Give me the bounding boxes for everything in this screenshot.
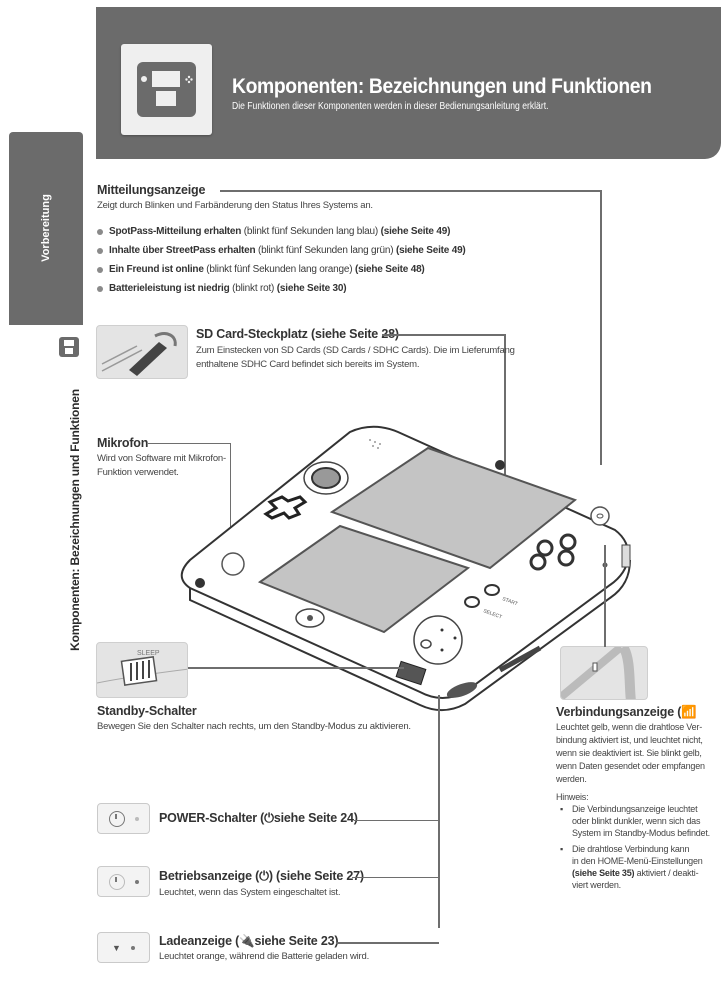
bullet-icon	[97, 285, 103, 292]
leader-line	[336, 942, 439, 944]
wireless-notes: ▪ Die Verbindungsanzeige leuchtet oder b…	[560, 803, 720, 891]
wireless-thumbnail	[560, 646, 648, 700]
microphone-title: Mikrofon	[97, 436, 149, 450]
charge-icon: 🔌	[239, 934, 255, 948]
sd-card-line2: enthaltene SDHC Card befindet sich berei…	[196, 359, 420, 370]
bullet-icon	[97, 266, 103, 273]
standby-title: Standby-Schalter	[97, 704, 197, 718]
leader-line	[354, 820, 439, 821]
bullet-icon: ▪	[560, 804, 563, 814]
list-item: Inhalte über StreetPass erhalten (blinkt…	[97, 241, 537, 260]
charge-led-description: Leuchtet orange, während die Batterie ge…	[159, 951, 370, 962]
led-dot	[134, 816, 139, 821]
wireless-led-closeup-icon	[561, 647, 636, 699]
console-icon	[137, 62, 196, 117]
list-item: Ein Freund ist online (blinkt fünf Sekun…	[97, 260, 537, 279]
wireless-note-label: Hinweis:	[556, 792, 589, 802]
wireless-title: Verbindungsanzeige (📶	[556, 705, 697, 719]
leader-line	[352, 877, 439, 878]
page-title: Komponenten: Bezeichnungen und Funktione…	[232, 75, 652, 98]
item-detail: (blinkt rot)	[229, 283, 277, 294]
leader-line	[600, 190, 602, 465]
bullet-icon	[97, 228, 103, 235]
sidebar-section-label: Komponenten: Bezeichnungen und Funktione…	[68, 389, 82, 651]
power-icon	[108, 873, 125, 890]
power-switch-thumbnail	[97, 803, 150, 834]
notification-led-list: SpotPass-Mitteilung erhalten (blinkt fün…	[97, 222, 537, 298]
leader-line	[604, 545, 606, 647]
item-label: Batterieleistung ist niedrig	[109, 283, 230, 294]
charge-icon: ▼	[112, 942, 121, 953]
charge-led-title: Ladeanzeige (🔌siehe Seite 23)	[159, 934, 339, 948]
page-ref: (siehe Seite 49)	[380, 226, 451, 237]
leader-line	[188, 667, 404, 669]
list-item: ▪ Die Verbindungsanzeige leuchtet oder b…	[560, 804, 710, 838]
power-switch-title: POWER-Schalter (⏻siehe Seite 24)	[159, 811, 358, 825]
list-item: SpotPass-Mitteilung erhalten (blinkt fün…	[97, 222, 537, 241]
standby-description: Bewegen Sie den Schalter nach rechts, um…	[97, 721, 411, 732]
leader-line	[438, 695, 440, 928]
led-dot	[134, 879, 139, 884]
power-icon	[108, 810, 125, 827]
power-led-thumbnail	[97, 866, 150, 897]
header-icon-box	[121, 44, 212, 135]
wireless-icon: 📶	[681, 705, 697, 719]
notification-led-title: Mitteilungsanzeige	[97, 183, 206, 197]
leader-line	[220, 190, 601, 192]
sidebar-tab-vorbereitung[interactable]	[9, 132, 83, 325]
page-ref: (siehe Seite 48)	[354, 264, 425, 275]
sd-card-title: SD Card-Steckplatz (siehe Seite 28)	[196, 327, 399, 341]
standby-thumbnail: SLEEP	[96, 642, 188, 698]
sd-card-thumbnail	[96, 325, 188, 379]
page-ref: (siehe Seite 49)	[395, 245, 466, 256]
wireless-description: Leuchtet gelb, wenn die drahtlose Ver- b…	[556, 722, 705, 784]
list-item: Batterieleistung ist niedrig (blinkt rot…	[97, 279, 537, 298]
item-label: Ein Freund ist online	[109, 264, 204, 275]
item-detail: (blinkt fünf Sekunden lang grün)	[255, 245, 396, 256]
power-icon: ⏻	[259, 869, 269, 883]
sleep-label: SLEEP	[137, 650, 160, 657]
item-label: SpotPass-Mitteilung erhalten	[109, 226, 242, 237]
sleep-switch-icon: SLEEP	[97, 650, 187, 686]
item-label: Inhalte über StreetPass erhalten	[109, 245, 256, 256]
sidebar-tab-label: Vorbereitung	[40, 194, 52, 262]
microphone-line1: Wird von Software mit Mikrofon-	[97, 453, 226, 464]
sd-card-insert-icon	[101, 332, 177, 376]
leader-line	[148, 443, 231, 444]
power-icon: ⏻	[264, 811, 274, 825]
start-label: START	[501, 596, 518, 607]
power-led-description: Leuchtet, wenn das System eingeschaltet …	[159, 887, 341, 898]
console-icon	[59, 337, 79, 357]
list-item: ▪ Die drahtlose Verbindung kann in den H…	[560, 844, 703, 890]
sd-card-line1: Zum Einstecken von SD Cards (SD Cards / …	[196, 345, 515, 356]
power-led-title: Betriebsanzeige (⏻) (siehe Seite 27)	[159, 869, 364, 883]
page-ref: (siehe Seite 30)	[276, 283, 347, 294]
led-dot	[130, 945, 135, 950]
item-detail: (blinkt fünf Sekunden lang orange)	[203, 264, 355, 275]
charge-led-thumbnail: ▼	[97, 932, 150, 963]
microphone-line2: Funktion verwendet.	[97, 467, 179, 478]
leader-line	[230, 443, 231, 563]
bullet-icon	[97, 247, 103, 254]
item-detail: (blinkt fünf Sekunden lang blau)	[241, 226, 381, 237]
device-illustration: START SELECT	[180, 425, 631, 712]
page-subtitle: Die Funktionen dieser Komponenten werden…	[232, 101, 549, 112]
leader-line	[382, 334, 505, 336]
notification-led-description: Zeigt durch Blinken und Farbänderung den…	[97, 200, 373, 211]
bullet-icon: ▪	[560, 844, 563, 854]
